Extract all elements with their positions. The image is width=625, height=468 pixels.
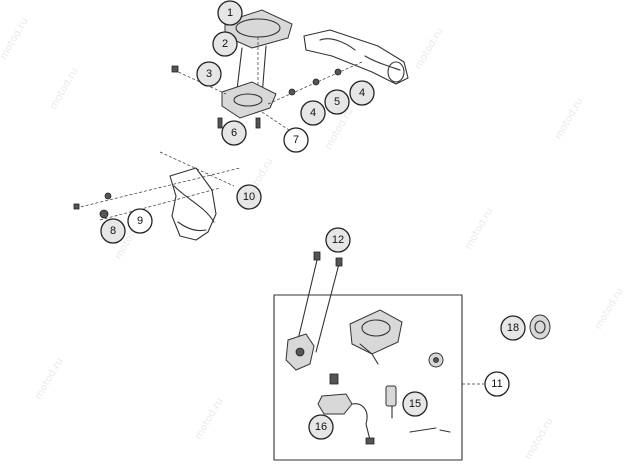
callout-7: 7	[283, 127, 309, 153]
callout-label: 6	[231, 127, 237, 139]
callout-label: 12	[332, 234, 344, 246]
bracket-detail	[173, 185, 215, 232]
watermark-text: motod.ru	[48, 66, 80, 111]
watermark-text: motod.ru	[523, 416, 555, 461]
lower-clamp-shape	[221, 81, 277, 119]
handlebar-end	[387, 61, 405, 83]
bracket-plate	[169, 167, 217, 241]
washer-shape	[312, 78, 320, 86]
part-18-shape	[529, 314, 551, 340]
callout-12: 12	[325, 227, 351, 253]
callout-11: 11	[484, 371, 510, 397]
watermark-text: motod.ru	[463, 206, 495, 251]
callout-3: 3	[196, 61, 222, 87]
callout-label: 5	[334, 96, 340, 108]
rod-end-shape	[313, 251, 321, 261]
headlight-bracket-assembly	[73, 151, 241, 241]
callout-10: 10	[236, 184, 262, 210]
watermark-text: motod.ru	[0, 16, 31, 61]
callout-label: 18	[507, 322, 519, 334]
lock-cap-hole	[433, 357, 439, 363]
callout-label: 7	[293, 134, 299, 146]
handlebar-body	[303, 29, 409, 85]
bracket-bolt-shape	[73, 203, 80, 210]
ignition-switch-body	[349, 309, 403, 355]
callout-9: 9	[127, 208, 153, 234]
callout-15: 15	[402, 391, 428, 417]
callout-label: 11	[491, 378, 502, 390]
watermark-text: motod.ru	[413, 26, 445, 71]
part-18-inner	[534, 320, 546, 334]
leader-7	[261, 111, 293, 133]
callout-1: 1	[217, 0, 243, 26]
bracket-washer-shape	[99, 209, 109, 219]
callout-18: 18	[500, 315, 526, 341]
rod-end-shape	[335, 257, 343, 267]
callout-4b: 4	[349, 80, 375, 106]
callout-5: 5	[324, 89, 350, 115]
washer-shape	[334, 68, 342, 76]
callout-label: 3	[206, 68, 212, 80]
ignition-switch-skirt	[359, 343, 379, 365]
washer-shape	[288, 88, 296, 96]
watermark-text: motod.ru	[33, 356, 65, 401]
bolt-head-shape	[171, 65, 179, 73]
watermark-text: motod.ru	[553, 96, 585, 141]
bracket-leader-low	[99, 187, 221, 221]
callouts: 1 2 3 4 5 4 6 7	[100, 0, 526, 440]
callout-label: 4	[359, 87, 365, 99]
watermark-layer: motod.ru motod.ru motod.ru motod.ru moto…	[0, 16, 625, 461]
bracket-leader-left	[75, 167, 241, 209]
seat-lock-cable	[351, 403, 371, 441]
bracket-nut-shape	[104, 192, 112, 200]
watermark-text: motod.ru	[193, 396, 225, 441]
callout-label: 15	[409, 398, 421, 410]
top-clamp-assembly	[171, 9, 293, 129]
seat-lock-body	[317, 393, 353, 415]
ignition-lock-assembly	[273, 251, 551, 461]
handlebar-assembly	[261, 29, 409, 133]
lock-pin	[329, 373, 339, 385]
callout-2: 2	[212, 31, 238, 57]
bolt-leader	[173, 69, 227, 95]
ignition-switch-face	[361, 319, 391, 337]
watermark-text: motod.ru	[593, 286, 625, 331]
callout-label: 2	[222, 38, 228, 50]
callout-label: 4	[310, 107, 316, 119]
lock-set-frame	[273, 294, 463, 461]
callout-6: 6	[221, 120, 247, 146]
callout-label: 8	[110, 225, 116, 237]
small-hardware	[409, 427, 451, 433]
callout-label: 16	[315, 421, 327, 433]
bolt-shape	[217, 117, 223, 129]
callout-label: 1	[227, 7, 233, 19]
lock-cylinder	[295, 347, 305, 357]
callout-label: 10	[243, 191, 255, 203]
callout-8: 8	[100, 218, 126, 244]
callout-16: 16	[308, 414, 334, 440]
lock-rod	[295, 255, 341, 353]
key-head	[385, 385, 397, 407]
callout-4: 4	[300, 100, 326, 126]
callout-label: 9	[137, 215, 143, 227]
lower-clamp-ring	[233, 93, 263, 107]
bolt-shape	[255, 117, 261, 129]
seat-lock-end	[365, 437, 375, 445]
handlebar-detail	[319, 38, 401, 71]
